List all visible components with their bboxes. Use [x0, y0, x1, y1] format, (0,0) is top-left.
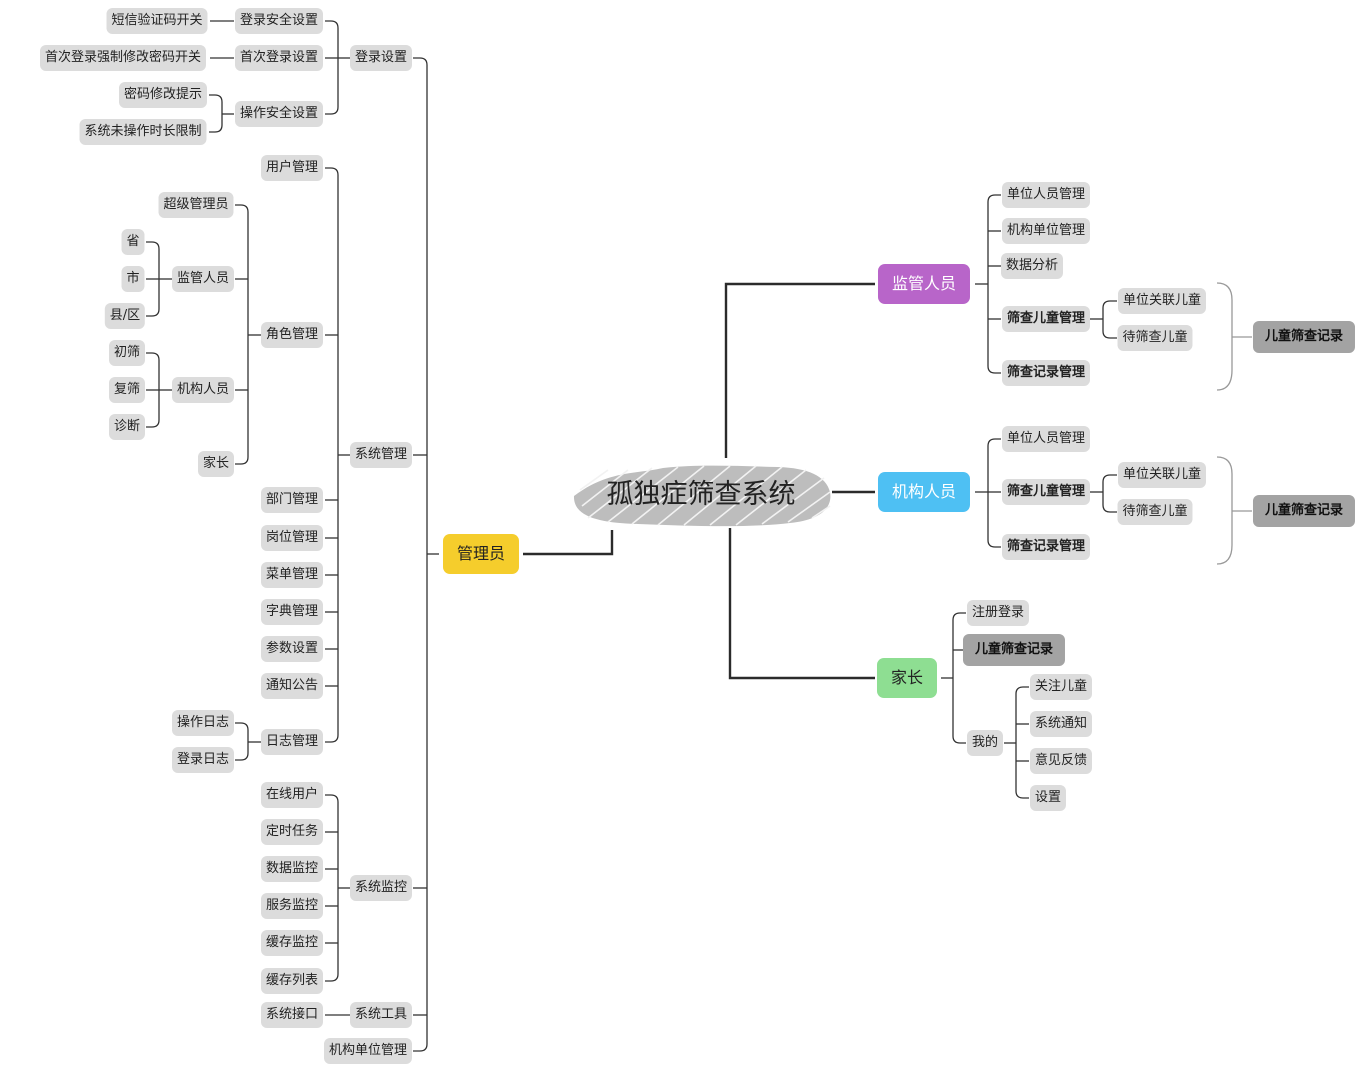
sup-child-records-summary[interactable]: 儿童筛查记录 — [1252, 321, 1356, 353]
inst-record-management-node[interactable]: 筛查记录管理 — [1001, 534, 1091, 560]
admin-node[interactable]: 管理员 — [442, 534, 520, 574]
sup-pending-children-node[interactable]: 待筛查儿童 — [1117, 325, 1193, 351]
mine-node[interactable]: 我的 — [966, 730, 1004, 756]
role-institution-node[interactable]: 机构人员 — [171, 377, 235, 403]
operation-security-node[interactable]: 操作安全设置 — [234, 101, 324, 127]
login-log-node[interactable]: 登录日志 — [171, 747, 235, 773]
system-api-node[interactable]: 系统接口 — [260, 1002, 324, 1028]
follow-child-node[interactable]: 关注儿童 — [1029, 674, 1093, 700]
city-node[interactable]: 市 — [121, 266, 145, 292]
role-management-node[interactable]: 角色管理 — [260, 322, 324, 348]
role-supervisor-node[interactable]: 监管人员 — [171, 266, 235, 292]
parent-node[interactable]: 家长 — [876, 658, 938, 698]
rescreening-node[interactable]: 复筛 — [108, 377, 146, 403]
cache-monitor-node[interactable]: 缓存监控 — [260, 930, 324, 956]
data-monitor-node[interactable]: 数据监控 — [260, 856, 324, 882]
sup-data-analysis-node[interactable]: 数据分析 — [1000, 253, 1064, 279]
sup-org-unit-node[interactable]: 机构单位管理 — [1001, 218, 1091, 244]
menu-management-node[interactable]: 菜单管理 — [260, 562, 324, 588]
settings-node[interactable]: 设置 — [1029, 785, 1067, 811]
login-settings-node[interactable]: 登录设置 — [349, 45, 413, 71]
cache-list-node[interactable]: 缓存列表 — [260, 968, 324, 994]
operation-log-node[interactable]: 操作日志 — [171, 710, 235, 736]
feedback-node[interactable]: 意见反馈 — [1029, 748, 1093, 774]
sup-child-management-node[interactable]: 筛查儿童管理 — [1001, 306, 1091, 332]
dictionary-management-node[interactable]: 字典管理 — [260, 599, 324, 625]
first-login-node[interactable]: 首次登录设置 — [234, 45, 324, 71]
system-notice-node[interactable]: 系统通知 — [1029, 711, 1093, 737]
inst-pending-children-node[interactable]: 待筛查儿童 — [1117, 499, 1193, 525]
force-password-node[interactable]: 首次登录强制修改密码开关 — [39, 45, 207, 71]
super-admin-node[interactable]: 超级管理员 — [158, 192, 234, 218]
register-login-node[interactable]: 注册登录 — [966, 600, 1030, 626]
idle-limit-node[interactable]: 系统未操作时长限制 — [79, 119, 207, 145]
service-monitor-node[interactable]: 服务监控 — [260, 893, 324, 919]
system-management-node[interactable]: 系统管理 — [349, 442, 413, 468]
post-management-node[interactable]: 岗位管理 — [260, 525, 324, 551]
root-title: 孤独症筛查系统 — [606, 479, 796, 510]
department-management-node[interactable]: 部门管理 — [260, 487, 324, 513]
notice-node[interactable]: 通知公告 — [260, 673, 324, 699]
county-node[interactable]: 县/区 — [104, 303, 146, 329]
log-management-node[interactable]: 日志管理 — [260, 729, 324, 755]
sup-record-management-node[interactable]: 筛查记录管理 — [1001, 360, 1091, 386]
online-users-node[interactable]: 在线用户 — [260, 782, 324, 808]
parent-child-records-node[interactable]: 儿童筛查记录 — [962, 634, 1066, 666]
province-node[interactable]: 省 — [121, 229, 145, 255]
user-management-node[interactable]: 用户管理 — [260, 155, 324, 181]
diagnosis-node[interactable]: 诊断 — [108, 414, 146, 440]
institution-node[interactable]: 机构人员 — [877, 472, 971, 512]
parameter-settings-node[interactable]: 参数设置 — [260, 636, 324, 662]
system-tools-node[interactable]: 系统工具 — [349, 1002, 413, 1028]
initial-screening-node[interactable]: 初筛 — [108, 340, 146, 366]
scheduled-tasks-node[interactable]: 定时任务 — [260, 819, 324, 845]
role-parent-node[interactable]: 家长 — [197, 451, 235, 477]
sup-staff-management-node[interactable]: 单位人员管理 — [1001, 182, 1091, 208]
inst-staff-management-node[interactable]: 单位人员管理 — [1001, 426, 1091, 452]
root-topic[interactable]: 孤独症筛查系统 — [568, 462, 834, 528]
root-scribble-background — [573, 465, 831, 527]
inst-child-management-node[interactable]: 筛查儿童管理 — [1001, 479, 1091, 505]
system-monitor-node[interactable]: 系统监控 — [349, 875, 413, 901]
sms-switch-node[interactable]: 短信验证码开关 — [106, 8, 208, 34]
inst-child-records-summary[interactable]: 儿童筛查记录 — [1252, 495, 1356, 527]
supervisor-node[interactable]: 监管人员 — [877, 264, 971, 304]
org-unit-management-node[interactable]: 机构单位管理 — [323, 1038, 413, 1064]
inst-linked-children-node[interactable]: 单位关联儿童 — [1117, 462, 1207, 488]
sup-linked-children-node[interactable]: 单位关联儿童 — [1117, 288, 1207, 314]
login-security-node[interactable]: 登录安全设置 — [234, 8, 324, 34]
password-hint-node[interactable]: 密码修改提示 — [118, 82, 208, 108]
